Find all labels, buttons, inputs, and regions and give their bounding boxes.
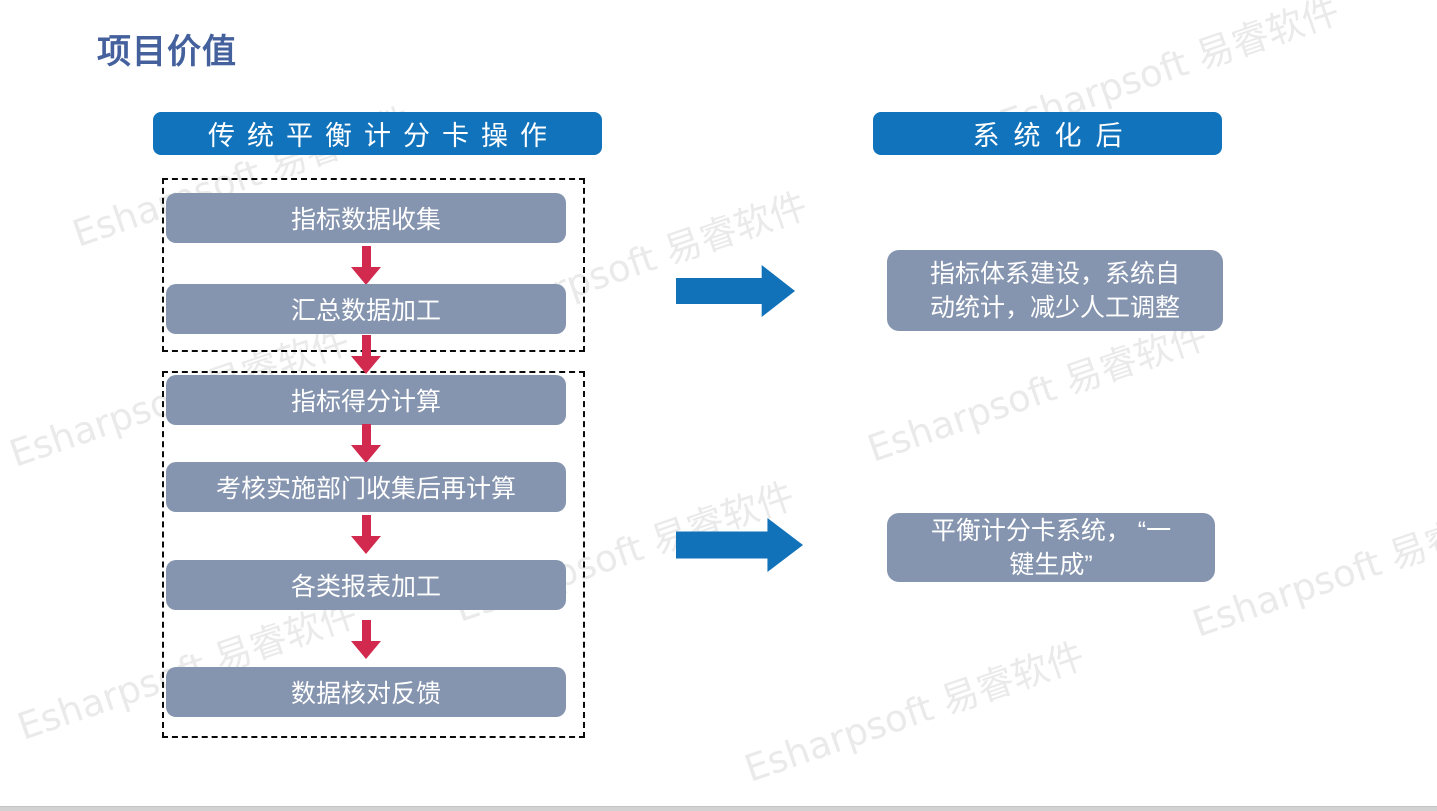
down-arrow-icon [351, 424, 381, 463]
result-box-2-line1: 平衡计分卡系统， “一 [930, 516, 1172, 545]
step-box-4: 考核实施部门收集后再计算 [166, 462, 566, 512]
result-box-1-line1: 指标体系建设，系统自 [929, 259, 1180, 288]
result-box-1-line2: 动统计，减少人工调整 [929, 293, 1180, 322]
bottom-divider [0, 806, 1437, 811]
step-box-6: 数据核对反馈 [166, 667, 566, 717]
watermark: Esharpsoft 易睿软件 [739, 634, 1090, 791]
group-1-frame [162, 178, 585, 352]
result-box-1: 指标体系建设，系统自 动统计，减少人工调整 [887, 250, 1223, 331]
step-box-3: 指标得分计算 [166, 375, 566, 425]
result-box-2-line2: 键生成” [1009, 550, 1093, 579]
down-arrow-icon [351, 335, 381, 374]
down-arrow-icon [351, 515, 381, 554]
step-box-1: 指标数据收集 [166, 193, 566, 243]
down-arrow-icon [351, 246, 381, 285]
step-box-2: 汇总数据加工 [166, 284, 566, 334]
right-header-banner: 系统化后 [873, 112, 1222, 155]
step-box-5: 各类报表加工 [166, 560, 566, 610]
down-arrow-icon [351, 620, 381, 659]
watermark: Esharpsoft 易睿软件 [1187, 489, 1437, 646]
right-arrow-icon [676, 265, 795, 317]
left-header-banner: 传统平衡计分卡操作 [153, 112, 602, 155]
page-title: 项目价值 [97, 33, 237, 71]
result-box-2: 平衡计分卡系统， “一 键生成” [887, 513, 1215, 582]
